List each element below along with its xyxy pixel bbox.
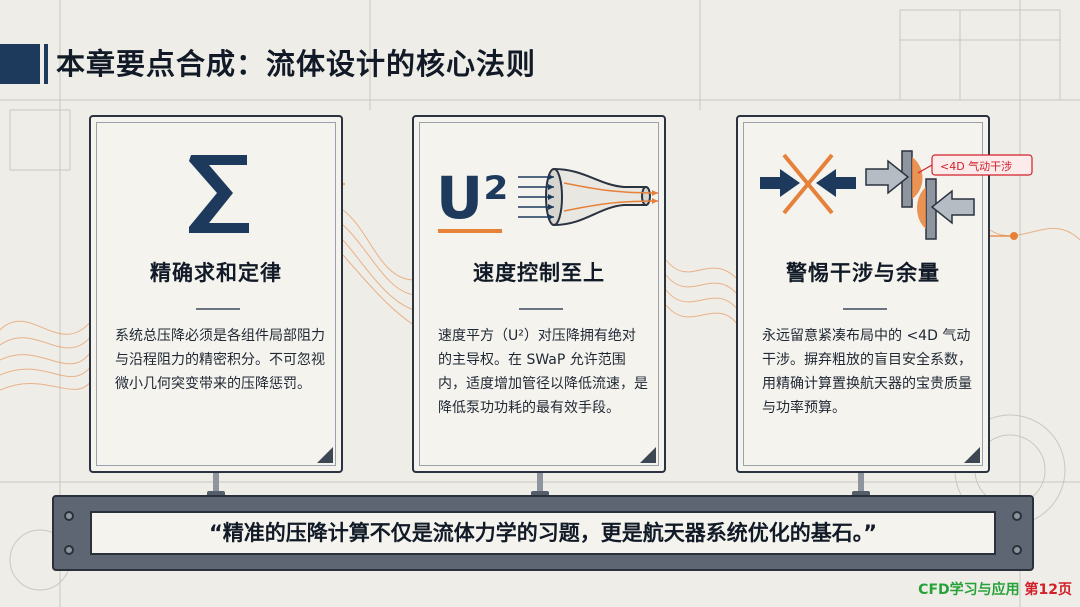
card-corner-mark — [640, 447, 656, 463]
card-post — [213, 473, 219, 493]
bolt-icon — [1012, 511, 1022, 521]
quote-banner: “精准的压降计算不仅是流体力学的习题，更是航天器系统优化的基石。” — [52, 495, 1034, 571]
card-title: 速度控制至上 — [473, 261, 605, 285]
footer-page-label: CFD学习与应用 第12页 — [918, 579, 1072, 601]
interference-callout: <4D 气动干涉 — [940, 159, 1012, 173]
card-post — [537, 473, 543, 493]
card-velocity-control: U² 速度控制至上 速度平方（U²）对压 — [412, 115, 666, 473]
quote-panel: “精准的压降计算不仅是流体力学的习题，更是航天器系统优化的基石。” — [90, 511, 996, 555]
card-precise-summation: 精确求和定律 系统总压降必须是各组件局部阻力与沿程阻力的精密积分。不可忽视微小几… — [89, 115, 343, 473]
card-divider — [519, 308, 563, 310]
card-body: 系统总压降必须是各组件局部阻力与沿程阻力的精密积分。不可忽视微小几何突变带来的压… — [115, 328, 325, 392]
quote-text: “精准的压降计算不仅是流体力学的习题，更是航天器系统优化的基石。” — [208, 521, 878, 545]
bolt-icon — [64, 545, 74, 555]
card-title: 精确求和定律 — [150, 261, 282, 285]
bolt-icon — [1012, 545, 1022, 555]
footer-page-number: 第12页 — [1024, 582, 1072, 598]
card-corner-mark — [964, 447, 980, 463]
bolt-icon — [64, 511, 74, 521]
title-accent-bar — [0, 44, 48, 84]
footer-course-name: CFD学习与应用 — [918, 582, 1020, 598]
velocity-squared-label: U² — [436, 164, 509, 232]
card-interference-margin: <4D 气动干涉 警惕干涉与余量 永远留意紧凑布局中的 <4D 气动干涉。摒弃粗… — [736, 115, 1033, 473]
sigma-icon — [91, 143, 341, 243]
card-divider — [843, 308, 887, 310]
velocity-squared-icon: U² — [414, 143, 664, 243]
card-corner-mark — [317, 447, 333, 463]
card-title: 警惕干涉与余量 — [786, 261, 940, 285]
card-divider — [196, 308, 240, 310]
interference-icon: <4D 气动干涉 — [738, 143, 1033, 243]
page-title: 本章要点合成：流体设计的核心法则 — [56, 47, 537, 81]
card-post — [858, 473, 864, 493]
card-body: 速度平方（U²）对压降拥有绝对的主导权。在 SWaP 允许范围内，适度增加管径以… — [438, 328, 648, 416]
card-body: 永远留意紧凑布局中的 <4D 气动干涉。摒弃粗放的盲目安全系数，用精确计算置换航… — [762, 328, 972, 416]
